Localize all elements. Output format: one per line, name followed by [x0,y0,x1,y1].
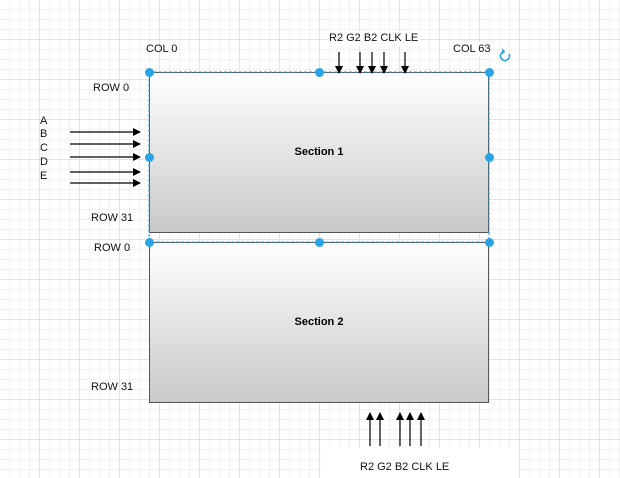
handle-top-right[interactable] [484,67,494,77]
handle-top-left[interactable] [144,67,154,77]
section-1-row-bottom: ROW 31 [91,212,134,224]
handle-bottom-center[interactable] [314,237,324,247]
address-line-a: A [40,115,48,127]
address-arrows [70,128,141,187]
address-line-c: C [40,142,48,154]
address-line-d: D [40,156,48,168]
handle-top-center[interactable] [314,67,324,77]
handle-middle-left[interactable] [144,152,154,162]
handle-bottom-left[interactable] [144,237,154,247]
handle-bottom-right[interactable] [484,237,494,247]
section-2-row-bottom: ROW 31 [91,381,134,393]
top-signal-arrows [335,52,409,74]
col-start-label: COL 0 [146,43,178,55]
address-line-e: E [40,170,48,182]
section-2-title: Section 2 [294,315,344,328]
section-1-row-top: ROW 0 [93,82,130,94]
section-1-title: Section 1 [294,145,344,158]
section-2-row-top: ROW 0 [94,242,131,254]
rotate-icon [499,48,511,62]
selection-outline [148,71,490,243]
handle-middle-right[interactable] [484,152,494,162]
bottom-label-background [322,448,518,478]
bottom-signals-label: R2 G2 B2 CLK LE [360,461,450,473]
bottom-signal-arrows [366,412,425,446]
top-signals-label: R2 G2 B2 CLK LE [327,31,421,46]
col-end-label: COL 63 [451,42,493,57]
address-line-b: B [40,128,48,140]
